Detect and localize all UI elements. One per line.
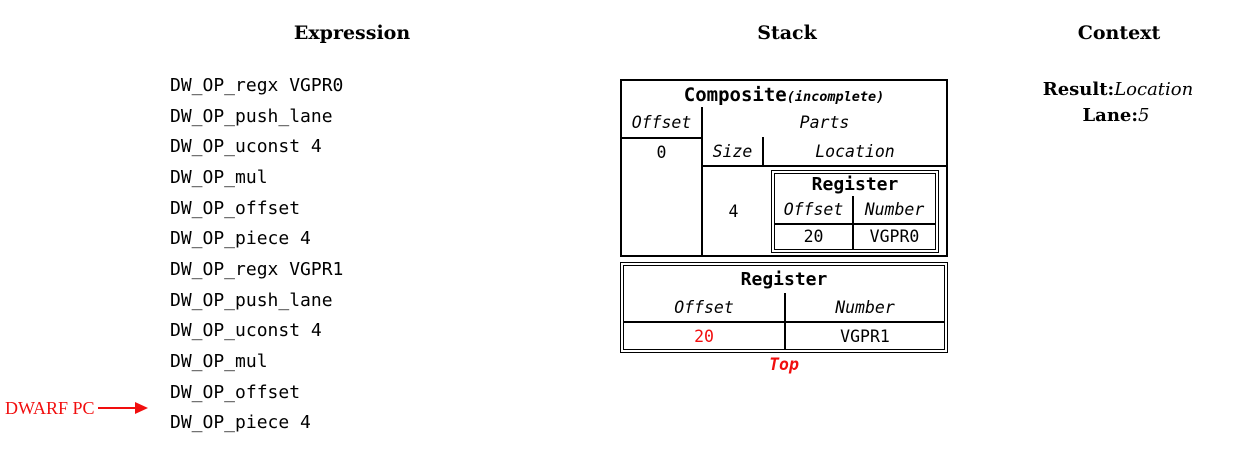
stack-register-table: Register Offset Number 20 VGPR1: [620, 262, 948, 353]
expression-column-header: Expression: [293, 22, 411, 44]
context-result-line: Result:Location: [1043, 79, 1193, 100]
composite-parts-header: Parts: [799, 112, 850, 132]
context-column-header: Context: [1077, 22, 1161, 44]
register-offset-value: 20: [624, 321, 786, 349]
composite-offset-header: Offset: [622, 107, 703, 137]
expression-op: DW_OP_piece 4: [170, 412, 311, 434]
dwarf-pc-arrow-shaft: [97, 407, 135, 409]
composite-table: Composite(incomplete) Offset Parts 0 Siz…: [620, 79, 948, 257]
nested-register-table: Register Offset Number 20 VGPR0: [771, 169, 939, 253]
composite-offset-empty-cell: [622, 165, 703, 255]
register-number-value: VGPR1: [786, 321, 944, 349]
composite-title-row: Composite(incomplete): [622, 81, 946, 107]
context-lane-line: Lane:5: [1083, 105, 1150, 126]
register-title: Register: [811, 174, 899, 195]
expression-op: DW_OP_offset: [170, 197, 301, 219]
expression-op: DW_OP_piece 4: [170, 228, 311, 250]
expression-op: DW_OP_push_lane: [170, 289, 333, 311]
register-title: Register: [740, 269, 828, 290]
expression-op: DW_OP_mul: [170, 351, 268, 373]
dwarf-pc-marker: DWARF PC: [5, 397, 148, 419]
register-number-header: Number: [864, 199, 925, 219]
result-label: Result:: [1042, 79, 1115, 100]
composite-title: Composite: [683, 84, 787, 106]
composite-size-value: 4: [703, 165, 764, 255]
register-number-header: Number: [835, 297, 895, 317]
expression-op: DW_OP_regx VGPR1: [170, 258, 344, 280]
register-number-value: VGPR0: [854, 222, 935, 249]
composite-qualifier: (incomplete): [786, 89, 885, 105]
register-offset-header: Offset: [775, 195, 854, 223]
stack-column-header: Stack: [757, 22, 817, 44]
expression-op: DW_OP_push_lane: [170, 105, 333, 127]
lane-label: Lane:: [1082, 105, 1139, 126]
expression-op-list: DW_OP_regx VGPR0 DW_OP_push_lane DW_OP_u…: [170, 70, 343, 438]
dwarf-pc-arrow-icon: [134, 402, 148, 414]
result-value: Location: [1114, 79, 1194, 100]
composite-location-cell: Register Offset Number 20 VGPR0: [764, 165, 946, 255]
register-offset-value: 20: [775, 222, 854, 249]
expression-op: DW_OP_offset: [170, 381, 301, 403]
expression-op: DW_OP_uconst 4: [170, 136, 322, 158]
top-of-stack-label: Top: [769, 355, 799, 374]
expression-op: DW_OP_regx VGPR0: [170, 74, 344, 96]
composite-size-header: Size: [703, 137, 764, 165]
expression-op: DW_OP_mul: [170, 166, 268, 188]
dwarf-pc-label: DWARF PC: [5, 397, 95, 418]
composite-offset-value: 0: [622, 137, 703, 165]
register-offset-header: Offset: [624, 293, 786, 321]
expression-op: DW_OP_uconst 4: [170, 320, 322, 342]
lane-value: 5: [1138, 105, 1150, 126]
composite-location-header: Location: [815, 141, 895, 161]
